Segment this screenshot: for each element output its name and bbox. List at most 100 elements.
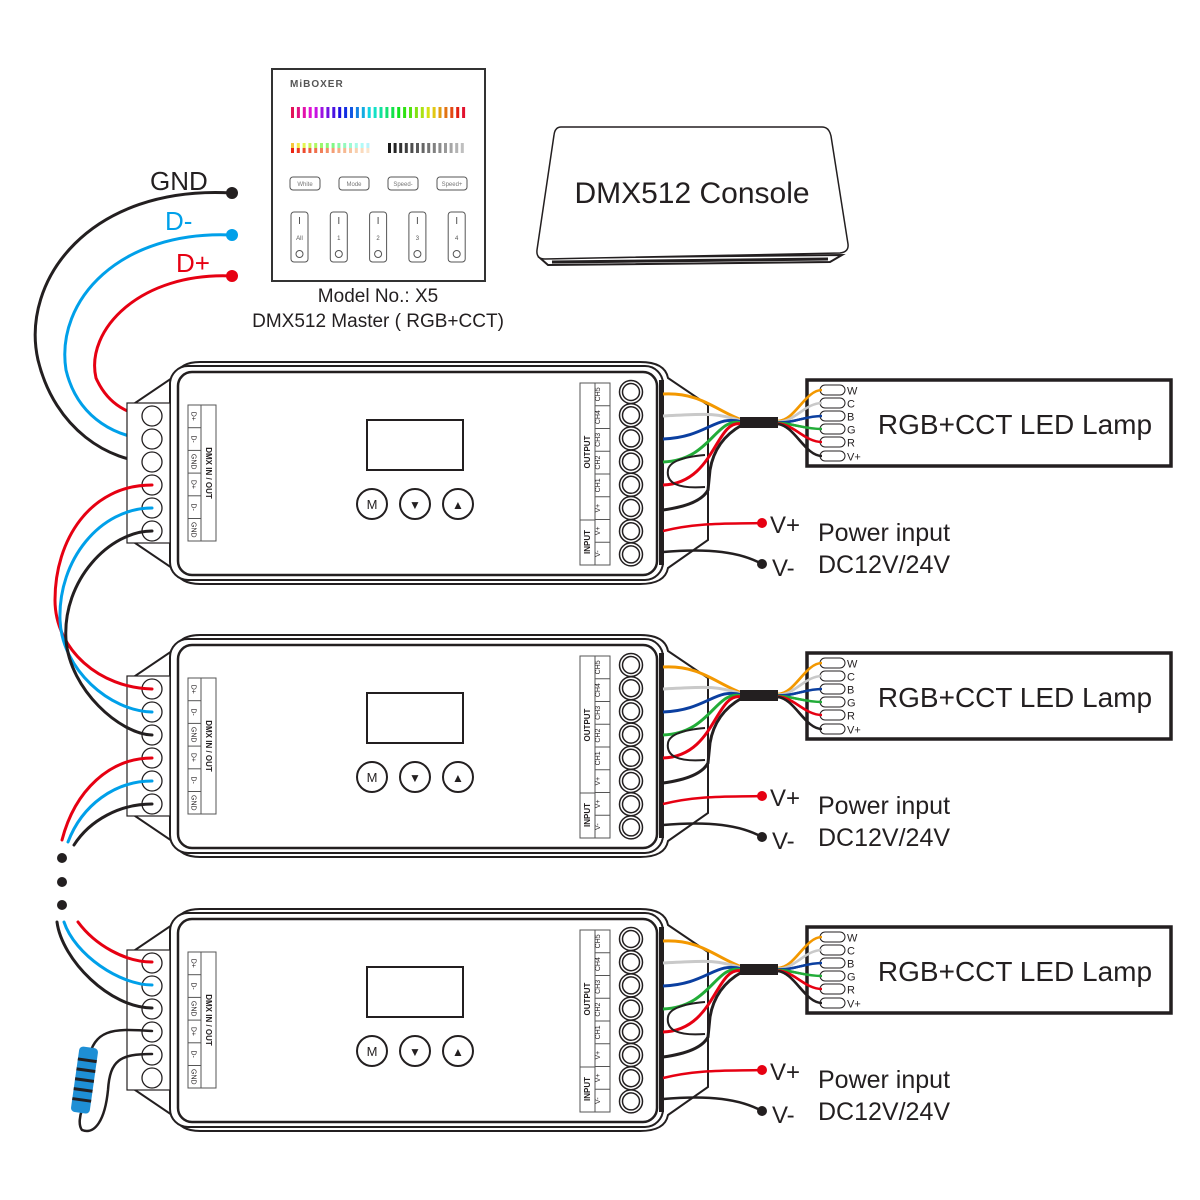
screw-inner-ring	[621, 725, 641, 744]
dmx-in-out-label: DMX IN / OUT	[204, 447, 213, 499]
cct-cool-bar	[337, 148, 341, 153]
output-pin-label: CH2	[595, 1003, 602, 1017]
dmx-terminal-screw[interactable]	[141, 405, 163, 427]
rgb-color-bar	[444, 107, 448, 118]
rgb-color-bar	[438, 107, 442, 118]
dmx512-console: DMX512 Console	[536, 126, 849, 267]
output-label: OUTPUT	[583, 708, 592, 741]
lamp-connector	[819, 696, 846, 708]
dmx-terminal-screw[interactable]	[141, 428, 163, 450]
lamp-connector	[819, 423, 846, 435]
rgb-color-bar	[332, 107, 336, 118]
screw-inner-ring	[621, 999, 641, 1018]
lamp-label: RGB+CCT LED Lamp	[878, 409, 1152, 440]
cct-warm-bar	[349, 143, 352, 148]
mode-button[interactable]	[356, 488, 388, 520]
cable-sleeve	[740, 417, 778, 428]
up-button[interactable]	[442, 488, 474, 520]
screw-inner-ring	[621, 498, 641, 518]
dmx-pin-label: GND	[190, 727, 197, 743]
lamp-pin-label: W	[847, 386, 858, 398]
dmx-terminal-screw[interactable]	[141, 1067, 163, 1089]
vplus-dot	[757, 791, 767, 801]
rgb-color-bar	[462, 107, 466, 118]
power-voltage-label: DC12V/24V	[818, 824, 950, 852]
output-wire	[662, 418, 743, 441]
output-pin-label: CH4	[595, 683, 602, 697]
off-mark-icon	[374, 250, 383, 258]
brightness-bar	[432, 143, 436, 153]
lamp-wire-lead	[777, 695, 823, 731]
up-button[interactable]	[442, 1035, 474, 1067]
cct-warm-bar	[325, 143, 329, 148]
console-body	[536, 126, 849, 260]
down-button[interactable]	[399, 761, 431, 793]
cct-cool-bar	[325, 148, 329, 153]
in-gnd-3	[55, 920, 154, 1010]
rgb-color-bar	[385, 107, 389, 118]
rgb-color-bar	[361, 107, 365, 118]
down-arrow-icon: ▼	[409, 498, 421, 512]
output-pin-label: CH4	[595, 410, 602, 424]
model-number: Model No.: X5	[318, 286, 438, 307]
screw-inner-ring	[621, 429, 641, 448]
dmx-pin-label: D+	[190, 753, 197, 762]
output-pin-label: V+	[595, 1074, 602, 1083]
lamp-pin-label: G	[847, 698, 856, 710]
panel-button-speed[interactable]	[436, 176, 468, 191]
panel-button-mode[interactable]	[338, 176, 370, 191]
zone-switch-4[interactable]	[447, 211, 466, 263]
output-wire	[662, 691, 743, 714]
continuation-dot	[57, 853, 67, 863]
zone-switch-2[interactable]	[369, 211, 388, 263]
output-pin-label: CH3	[595, 706, 602, 720]
screw-inner-ring	[621, 794, 641, 814]
brightness-bar	[438, 143, 442, 153]
down-arrow-icon: ▼	[409, 1045, 421, 1059]
dmx-terminal-screw[interactable]	[141, 451, 163, 473]
lamp-connector	[819, 436, 846, 448]
out-gnd-2	[72, 802, 154, 847]
rgb-color-bar	[414, 107, 418, 118]
rgb-color-bar	[426, 107, 430, 118]
screw-inner-ring	[621, 1022, 641, 1042]
zone-switch-1[interactable]	[329, 211, 348, 263]
housing-clip	[666, 454, 706, 489]
dmx-in-out-label: DMX IN / OUT	[204, 720, 213, 772]
zone-switch-all[interactable]	[290, 211, 309, 263]
zone-switch-3[interactable]	[408, 211, 427, 263]
panel-button-white[interactable]	[289, 176, 321, 191]
output-pin-label: CH2	[595, 729, 602, 743]
lamp-pin-label: R	[847, 711, 855, 723]
output-wire	[662, 685, 743, 696]
output-wire	[662, 939, 743, 969]
output-terminal-strip	[659, 380, 664, 565]
down-button[interactable]	[399, 488, 431, 520]
output-pin-label: V-	[595, 823, 602, 830]
dmx-pin-label: GND	[190, 795, 197, 811]
up-arrow-icon: ▲	[452, 1045, 464, 1059]
cct-warm-bar	[302, 143, 306, 148]
screw-inner-ring	[621, 1045, 641, 1065]
screw-inner-ring	[621, 678, 641, 698]
power-voltage-label: DC12V/24V	[818, 551, 950, 579]
input-label: INPUT	[583, 530, 592, 554]
output-label: OUTPUT	[583, 982, 592, 1015]
lamp-pin-label: G	[847, 425, 856, 437]
screw-inner-ring	[621, 655, 641, 675]
cct-warm-bar	[291, 143, 294, 148]
up-button[interactable]	[442, 761, 474, 793]
rgb-color-bar	[456, 107, 460, 118]
cct-warm-bar	[314, 143, 318, 148]
cable-sleeve	[740, 690, 778, 701]
brightness-bar	[427, 143, 431, 153]
output-pin-label: CH3	[595, 433, 602, 447]
out-d-plus-2	[60, 756, 154, 842]
mode-button[interactable]	[356, 761, 388, 793]
screw-inner-ring	[621, 702, 641, 721]
panel-button-speed[interactable]	[387, 176, 419, 191]
mode-button[interactable]	[356, 1035, 388, 1067]
down-button[interactable]	[399, 1035, 431, 1067]
rgb-color-bar	[296, 107, 300, 118]
